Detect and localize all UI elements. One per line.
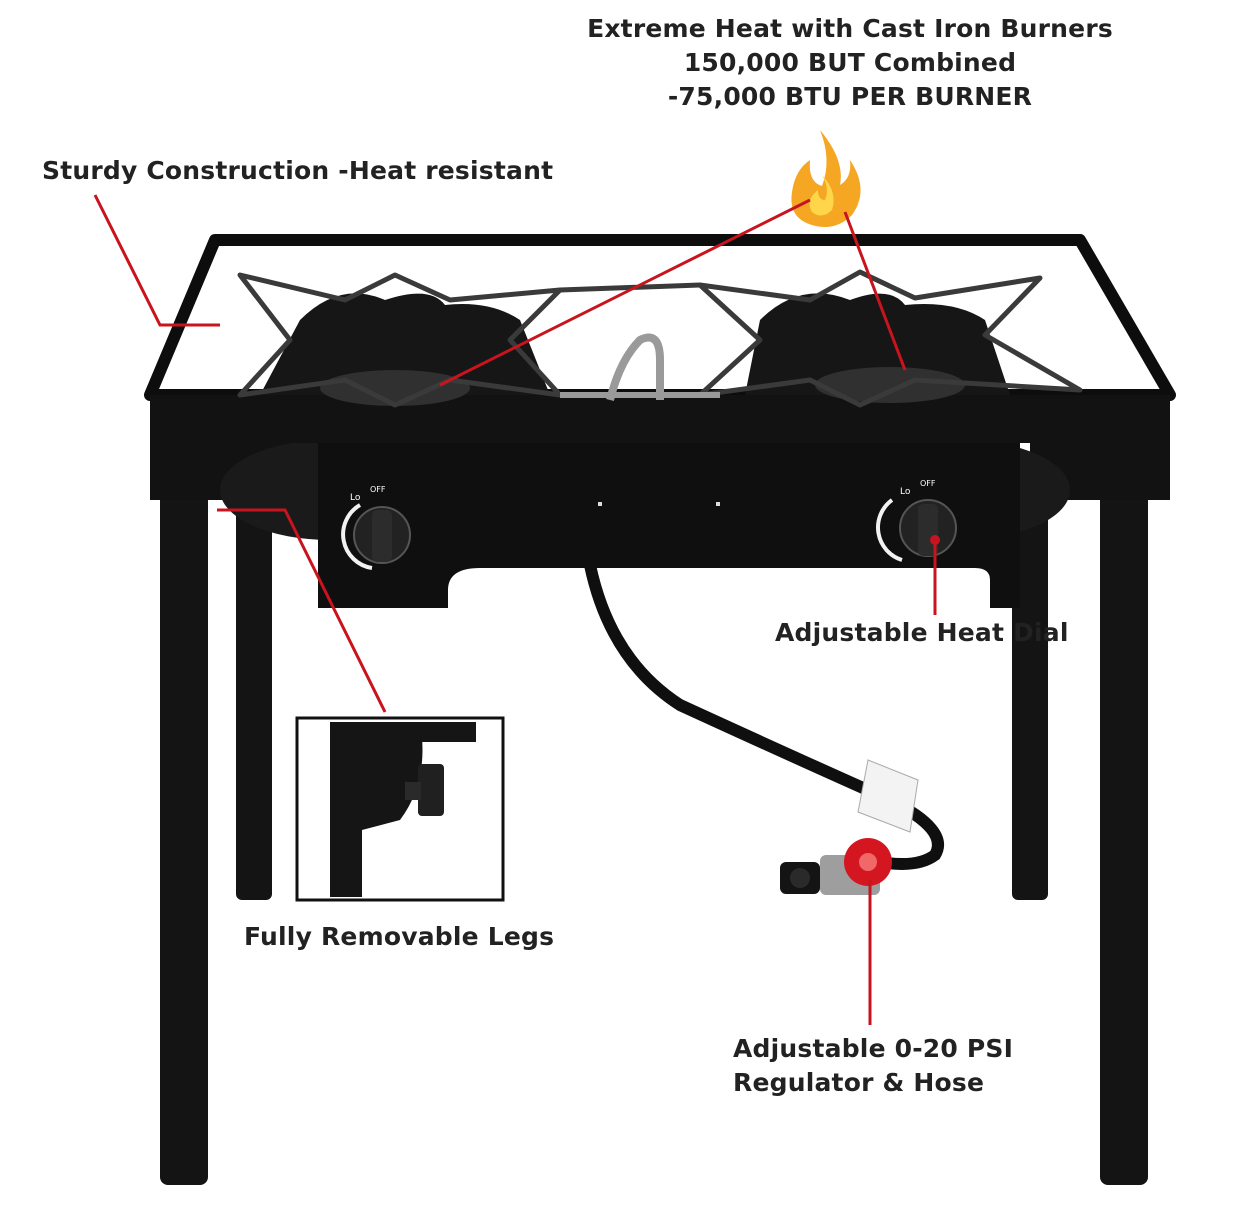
heat-callout-line-1: Extreme Heat with Cast Iron Burners [587, 14, 1113, 43]
regulator-callout-text: Adjustable 0-20 PSI Regulator & Hose [733, 1032, 1013, 1100]
knob-lo-mark: Lo [350, 493, 361, 503]
heat-callout-line-2: 150,000 BUT Combined [683, 48, 1017, 77]
gas-manifold [560, 333, 720, 401]
pressure-regulator [780, 838, 892, 895]
removable-legs-callout-text: Fully Removable Legs [244, 922, 555, 951]
control-panel [318, 442, 1020, 608]
heat-callout-text: Extreme Heat with Cast Iron Burners 150,… [580, 12, 1120, 114]
left-heat-knob: Lo OFF [341, 485, 411, 570]
stove-legs [160, 440, 1148, 1185]
leg-detail-inset [295, 716, 505, 902]
callout-sturdy-line [93, 194, 220, 327]
burners [260, 293, 1010, 406]
regulator-callout-line-2: Regulator & Hose [733, 1068, 985, 1097]
flame-icon [791, 130, 861, 228]
knob-off-mark: OFF [920, 479, 936, 488]
heat-dial-callout-text: Adjustable Heat Dial [775, 618, 1069, 647]
top-frame [144, 234, 1176, 443]
gas-hose [584, 559, 944, 870]
callout-legs-line [217, 508, 387, 713]
regulator-callout-line-1: Adjustable 0-20 PSI [733, 1034, 1014, 1063]
callout-lines [93, 194, 937, 1025]
knob-lo-mark: Lo [900, 487, 911, 497]
regulator-tag [857, 759, 919, 833]
right-heat-knob: Lo OFF [876, 479, 957, 562]
knob-off-mark: OFF [370, 485, 386, 494]
callout-burner-right-line [843, 211, 907, 371]
heat-callout-line-3: -75,000 BTU PER BURNER [667, 82, 1033, 111]
dial-marker [930, 535, 940, 545]
callout-burner-left-line [439, 198, 811, 387]
sturdy-callout-text: Sturdy Construction -Heat resistant [42, 156, 554, 185]
